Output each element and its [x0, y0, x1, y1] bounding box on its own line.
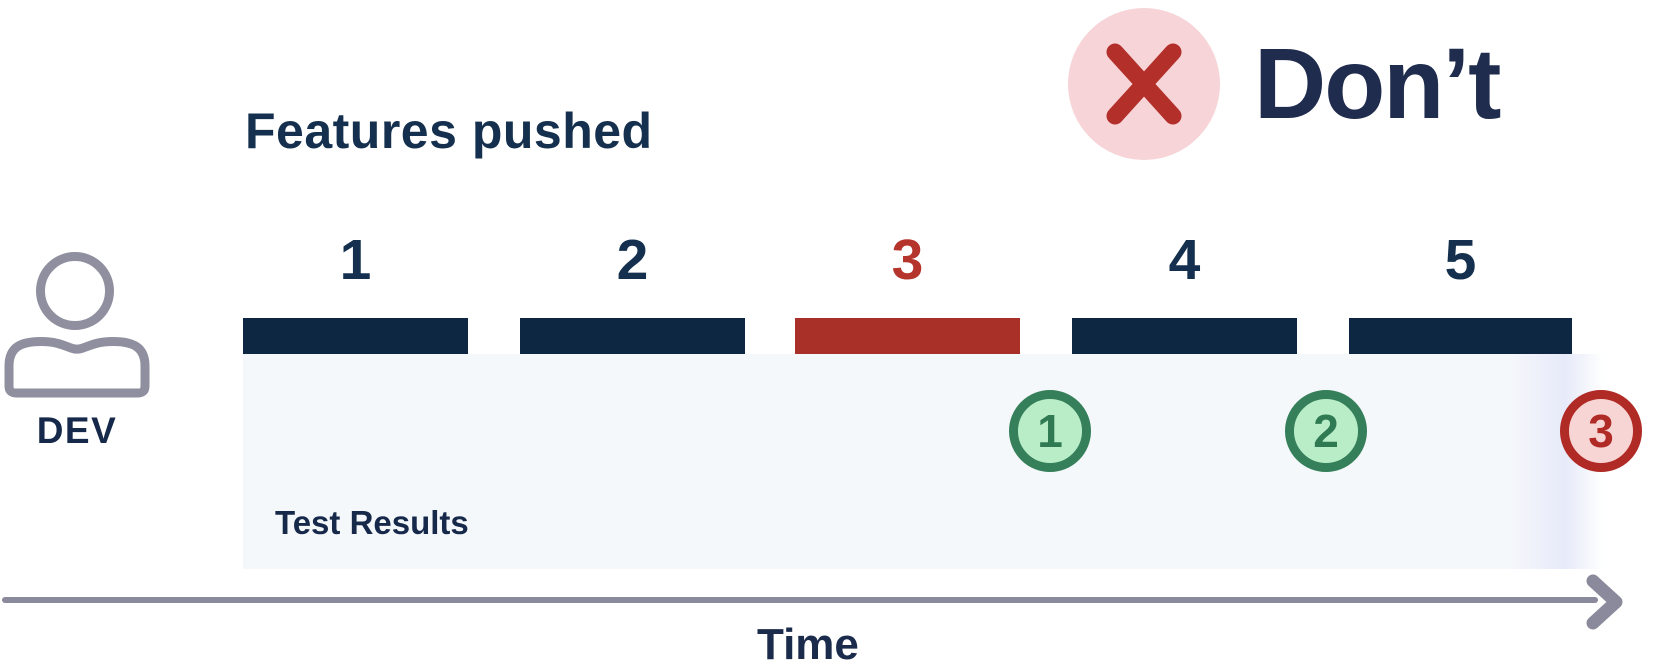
- test-results-panel: Test Results: [243, 354, 1623, 569]
- test-result-marker-1-pass: 1: [1009, 390, 1091, 472]
- feature-bar-4: [1072, 318, 1297, 354]
- marker-label: 2: [1313, 405, 1339, 457]
- feature-bar-5: [1349, 318, 1572, 354]
- features-pushed-label: Features pushed: [245, 103, 653, 159]
- test-results-label: Test Results: [275, 504, 469, 541]
- feature-bar-1: [243, 318, 468, 354]
- time-axis-label: Time: [757, 620, 859, 669]
- x-icon: [1106, 43, 1182, 125]
- dont-badge: [1068, 8, 1220, 160]
- feature-number-3: 3: [891, 228, 924, 292]
- feature-bar-2: [520, 318, 745, 354]
- feature-bar-3-failed: [795, 318, 1020, 354]
- time-axis-line: [2, 597, 1598, 603]
- feature-number-2: 2: [616, 228, 649, 292]
- dev-person-icon: [4, 252, 150, 398]
- dev-label: DEV: [36, 410, 118, 451]
- feature-number-5: 5: [1444, 228, 1477, 292]
- arrowhead-icon: [1586, 574, 1623, 630]
- test-result-marker-3-fail: 3: [1560, 390, 1642, 472]
- dont-label: Don’t: [1254, 27, 1501, 140]
- marker-label: 3: [1588, 405, 1614, 457]
- marker-label: 1: [1037, 405, 1063, 457]
- test-result-marker-2-pass: 2: [1285, 390, 1367, 472]
- feature-number-4: 4: [1168, 228, 1201, 292]
- feature-number-1: 1: [339, 228, 372, 292]
